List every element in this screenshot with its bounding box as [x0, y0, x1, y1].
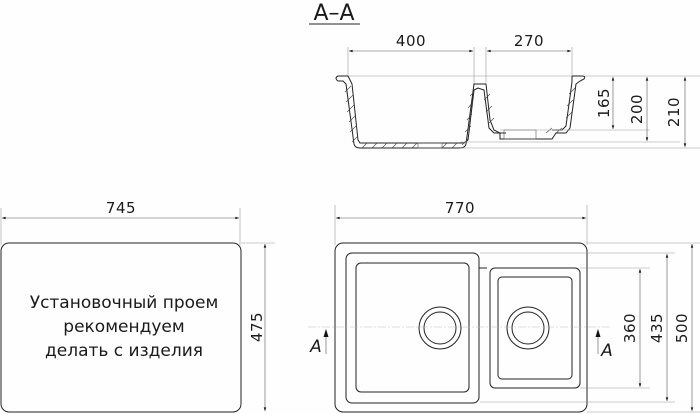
- dim-770: 770: [445, 199, 475, 217]
- right-drain: [503, 129, 537, 140]
- cutout-view: [0, 208, 275, 413]
- dim-745: 745: [106, 199, 136, 217]
- dim-400: 400: [396, 32, 426, 50]
- large-drain: [423, 311, 457, 345]
- small-bowl-inner: [497, 276, 573, 380]
- dim-200: 200: [628, 94, 646, 124]
- dim-435: 435: [648, 313, 666, 343]
- section-title: А–А: [313, 1, 354, 26]
- section-view: [309, 23, 700, 149]
- cutout-note-line-2: рекомендуем: [63, 317, 184, 337]
- small-bowl-rim: [489, 267, 581, 389]
- large-bowl-rim: [345, 252, 480, 404]
- plan-view: [308, 205, 700, 413]
- sink-outline: [334, 242, 588, 413]
- section-marker-left: A: [309, 337, 322, 357]
- dim-165: 165: [595, 88, 613, 118]
- dim-475: 475: [248, 312, 266, 342]
- dim-360: 360: [621, 313, 639, 343]
- dim-270: 270: [514, 32, 544, 50]
- cutout-note-line-3: делать с изделия: [45, 341, 203, 361]
- dim-210: 210: [665, 97, 683, 127]
- small-drain: [511, 311, 545, 345]
- dim-500: 500: [673, 313, 691, 343]
- cutout-note-line-1: Установочный проем: [30, 293, 219, 313]
- cutout-outline: [0, 242, 242, 413]
- section-marker-right: A: [600, 341, 613, 361]
- large-bowl-inner: [355, 262, 470, 393]
